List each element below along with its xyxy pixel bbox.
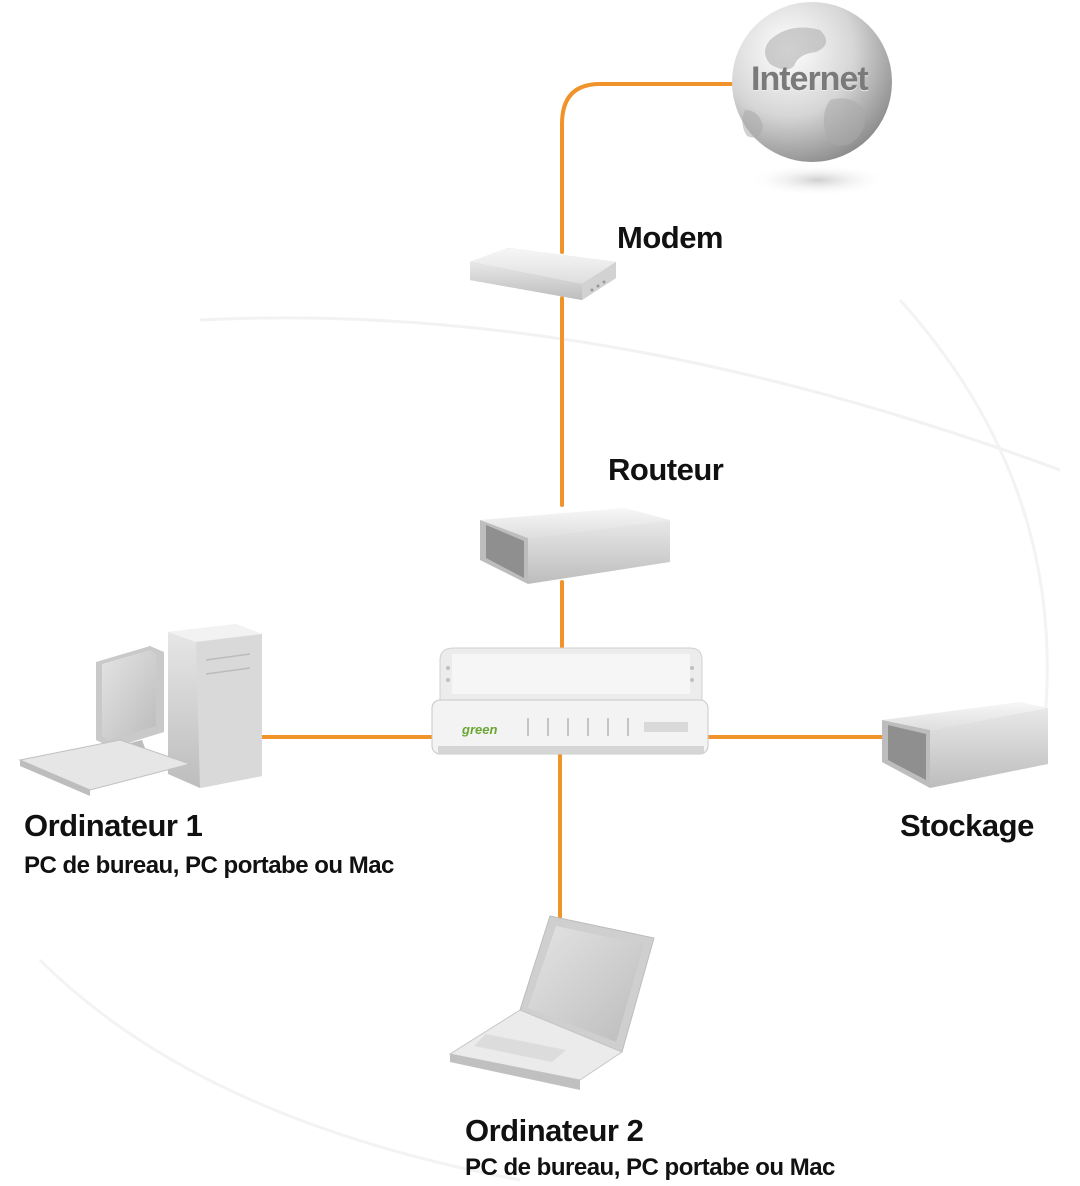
desktop-computer-icon <box>18 624 262 796</box>
globe-shadow <box>748 164 888 196</box>
modem-label: Modem <box>617 220 724 255</box>
computer2-subtitle: PC de bureau, PC portabe ou Mac <box>465 1154 835 1181</box>
background-arc <box>898 298 1049 761</box>
cable-internet-modem <box>560 82 742 254</box>
switch-icon: green <box>431 647 709 755</box>
storage-label: Stockage <box>900 808 1034 843</box>
cables <box>260 82 887 920</box>
computer2-title: Ordinateur 2 <box>465 1113 644 1148</box>
background-arc <box>199 316 1061 472</box>
computer1-subtitle: PC de bureau, PC portabe ou Mac <box>24 852 394 879</box>
internet-label: Internet <box>751 60 869 98</box>
storage-icon <box>882 702 1048 788</box>
computer1-title: Ordinateur 1 <box>24 808 203 843</box>
router-icon <box>480 508 670 584</box>
laptop-icon <box>448 915 655 1090</box>
router-label: Routeur <box>608 452 724 487</box>
globe-continents <box>742 27 866 146</box>
globe-icon <box>732 2 892 196</box>
modem-icon <box>470 248 616 300</box>
background-arc <box>38 958 521 1182</box>
switch-badge: green <box>461 722 497 737</box>
keyboard <box>18 739 192 791</box>
